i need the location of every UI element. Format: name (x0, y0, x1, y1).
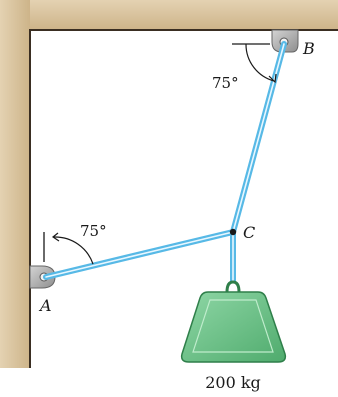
label-a: A (38, 296, 52, 315)
angle-b-label: 75° (212, 74, 239, 92)
label-b: B (302, 39, 315, 58)
label-c: C (243, 223, 255, 242)
joint-c (229, 228, 237, 236)
mass-label: 200 kg (205, 373, 261, 392)
angle-marker-a (43, 232, 94, 265)
weight-highlight (192, 299, 274, 353)
angle-a-label: 75° (80, 222, 107, 240)
ceiling (0, 0, 338, 30)
left-wall (0, 0, 30, 368)
load-block (180, 280, 287, 363)
cable-ac (43, 229, 236, 280)
wall (0, 0, 338, 368)
wall-edge (29, 29, 338, 368)
angle-marker-b (232, 43, 277, 84)
load-hook (225, 280, 241, 293)
